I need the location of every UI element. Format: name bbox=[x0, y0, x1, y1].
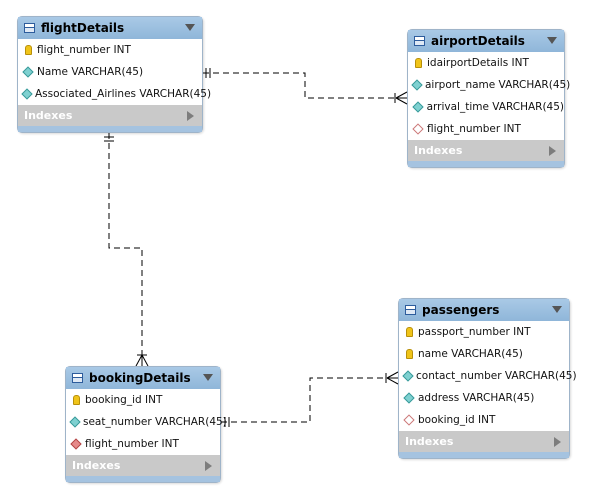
table-icon bbox=[414, 36, 425, 46]
table-title: bookingDetails bbox=[89, 371, 191, 385]
column-row[interactable]: booking_id INT bbox=[66, 389, 220, 411]
primary-key-icon bbox=[414, 58, 422, 68]
column-row[interactable]: contact_number VARCHAR(45) bbox=[399, 365, 577, 387]
table-header[interactable]: bookingDetails bbox=[66, 367, 220, 389]
crowfoot bbox=[395, 97, 408, 105]
table-title: flightDetails bbox=[41, 21, 125, 35]
indexes-section[interactable]: Indexes bbox=[408, 140, 564, 161]
column-row[interactable]: idairportDetails INT bbox=[408, 52, 564, 74]
relation-flight-airport bbox=[203, 72, 407, 99]
nullable-diamond-icon bbox=[403, 414, 415, 426]
column-label: Associated_Airlines VARCHAR(45) bbox=[35, 88, 212, 100]
column-diamond-icon bbox=[402, 370, 414, 382]
column-label: idairportDetails INT bbox=[427, 57, 529, 69]
relation-flight-booking bbox=[108, 133, 143, 366]
table-footer bbox=[399, 452, 569, 458]
table-header[interactable]: passengers bbox=[399, 299, 569, 321]
relation-booking-passengers bbox=[221, 377, 398, 423]
collapse-arrow-icon[interactable] bbox=[552, 306, 562, 313]
column-row[interactable]: flight_number INT bbox=[18, 39, 202, 61]
expand-arrow-icon[interactable] bbox=[554, 437, 561, 447]
primary-key-icon bbox=[72, 395, 80, 405]
column-label: flight_number INT bbox=[427, 123, 521, 135]
crowfoot bbox=[135, 354, 143, 367]
collapse-arrow-icon[interactable] bbox=[203, 374, 213, 381]
nullable-diamond-icon bbox=[412, 123, 424, 135]
foreign-key-diamond-icon bbox=[70, 438, 82, 450]
table-title: airportDetails bbox=[431, 34, 525, 48]
table-icon bbox=[24, 23, 35, 33]
crowfoot bbox=[386, 371, 399, 379]
table-footer bbox=[408, 161, 564, 167]
indexes-label: Indexes bbox=[405, 435, 454, 448]
column-row[interactable]: seat_number VARCHAR(45) bbox=[66, 411, 227, 433]
indexes-label: Indexes bbox=[24, 109, 73, 122]
column-diamond-icon bbox=[69, 416, 81, 428]
column-label: Name VARCHAR(45) bbox=[37, 66, 144, 78]
column-diamond-icon bbox=[21, 88, 33, 100]
column-row[interactable]: Associated_Airlines VARCHAR(45) bbox=[18, 83, 211, 105]
column-row[interactable]: arrival_time VARCHAR(45) bbox=[408, 96, 564, 118]
indexes-section[interactable]: Indexes bbox=[66, 455, 220, 476]
table-footer bbox=[18, 126, 202, 132]
column-label: flight_number INT bbox=[85, 438, 179, 450]
column-row[interactable]: airport_name VARCHAR(45) bbox=[408, 74, 570, 96]
column-row[interactable]: name VARCHAR(45) bbox=[399, 343, 569, 365]
table-passengers[interactable]: passengers passport_number INT name VARC… bbox=[398, 298, 577, 459]
column-row[interactable]: passport_number INT bbox=[399, 321, 569, 343]
expand-arrow-icon[interactable] bbox=[205, 461, 212, 471]
column-label: passport_number INT bbox=[418, 326, 531, 338]
column-label: address VARCHAR(45) bbox=[418, 392, 535, 404]
indexes-section[interactable]: Indexes bbox=[18, 105, 202, 126]
primary-key-icon bbox=[24, 45, 32, 55]
table-airportDetails[interactable]: airportDetails idairportDetails INT airp… bbox=[407, 29, 570, 168]
column-label: seat_number VARCHAR(45) bbox=[83, 416, 227, 428]
column-row[interactable]: flight_number INT bbox=[408, 118, 564, 140]
collapse-arrow-icon[interactable] bbox=[547, 37, 557, 44]
column-diamond-icon bbox=[412, 101, 424, 113]
crowfoot bbox=[395, 91, 408, 99]
column-row[interactable]: Name VARCHAR(45) bbox=[18, 61, 202, 83]
table-icon bbox=[405, 305, 416, 315]
column-label: booking_id INT bbox=[418, 414, 496, 426]
expand-arrow-icon[interactable] bbox=[187, 111, 194, 121]
primary-key-icon bbox=[405, 349, 413, 359]
column-label: airport_name VARCHAR(45) bbox=[425, 79, 571, 91]
column-row[interactable]: address VARCHAR(45) bbox=[399, 387, 569, 409]
crowfoot bbox=[141, 354, 149, 367]
expand-arrow-icon[interactable] bbox=[549, 146, 556, 156]
table-icon bbox=[72, 373, 83, 383]
table-header[interactable]: flightDetails bbox=[18, 17, 202, 39]
column-label: arrival_time VARCHAR(45) bbox=[426, 101, 564, 113]
crowfoot bbox=[386, 377, 399, 385]
indexes-label: Indexes bbox=[414, 144, 463, 157]
column-row[interactable]: booking_id INT bbox=[399, 409, 569, 431]
table-flightDetails[interactable]: flightDetails flight_number INT Name VAR… bbox=[17, 16, 211, 133]
table-header[interactable]: airportDetails bbox=[408, 30, 564, 52]
primary-key-icon bbox=[405, 327, 413, 337]
column-diamond-icon bbox=[22, 66, 34, 78]
column-diamond-icon bbox=[403, 392, 415, 404]
collapse-arrow-icon[interactable] bbox=[185, 24, 195, 31]
table-title: passengers bbox=[422, 303, 500, 317]
column-label: booking_id INT bbox=[85, 394, 163, 406]
column-row[interactable]: flight_number INT bbox=[66, 433, 220, 455]
column-diamond-icon bbox=[411, 79, 423, 91]
indexes-section[interactable]: Indexes bbox=[399, 431, 569, 452]
indexes-label: Indexes bbox=[72, 459, 121, 472]
table-footer bbox=[66, 476, 220, 482]
column-label: name VARCHAR(45) bbox=[418, 348, 523, 360]
column-label: flight_number INT bbox=[37, 44, 131, 56]
table-bookingDetails[interactable]: bookingDetails booking_id INT seat_numbe… bbox=[65, 366, 227, 483]
column-label: contact_number VARCHAR(45) bbox=[416, 370, 577, 382]
